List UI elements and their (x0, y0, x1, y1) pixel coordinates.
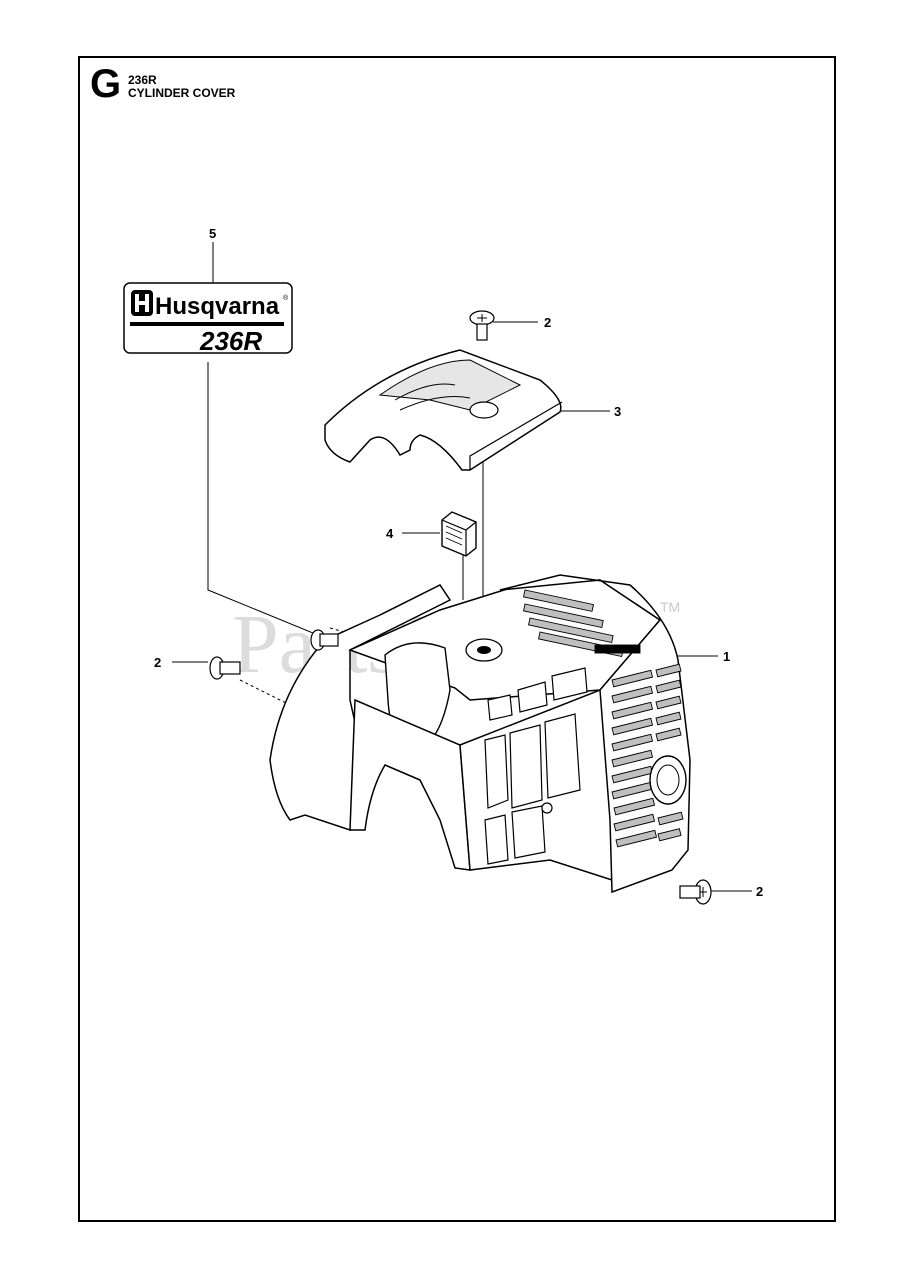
screw-bottom-part (679, 879, 712, 905)
top-cover-part (324, 349, 563, 471)
decal-part: Husqvarna ® 236R (123, 282, 293, 356)
model-name: 236R (128, 73, 157, 87)
decal-model: 236R (199, 326, 262, 356)
callout-numbers: 5 2 3 4 1 2 2 (154, 226, 763, 899)
callout-2-left: 2 (154, 655, 161, 670)
callout-3: 3 (614, 404, 621, 419)
callout-2-bottom: 2 (756, 884, 763, 899)
section-letter: G (90, 62, 122, 106)
diagram-frame (78, 56, 836, 1222)
callout-1: 1 (723, 649, 730, 664)
screw-left-upper-part (310, 629, 339, 651)
callout-2-top: 2 (544, 315, 551, 330)
screw-top-part (469, 310, 495, 341)
cover-grille (523, 589, 684, 848)
husqvarna-crown-logo-icon (131, 290, 153, 316)
callout-5: 5 (209, 226, 216, 241)
decal-registered-mark: ® (283, 294, 289, 302)
decal-brand: Husqvarna (155, 293, 280, 320)
screw-left-part (209, 656, 241, 680)
watermark-tm: TM (660, 599, 680, 615)
section-title: CYLINDER COVER (128, 86, 236, 100)
callout-4: 4 (386, 526, 394, 541)
filter-part (441, 511, 477, 557)
cylinder-cover-part (269, 574, 691, 894)
